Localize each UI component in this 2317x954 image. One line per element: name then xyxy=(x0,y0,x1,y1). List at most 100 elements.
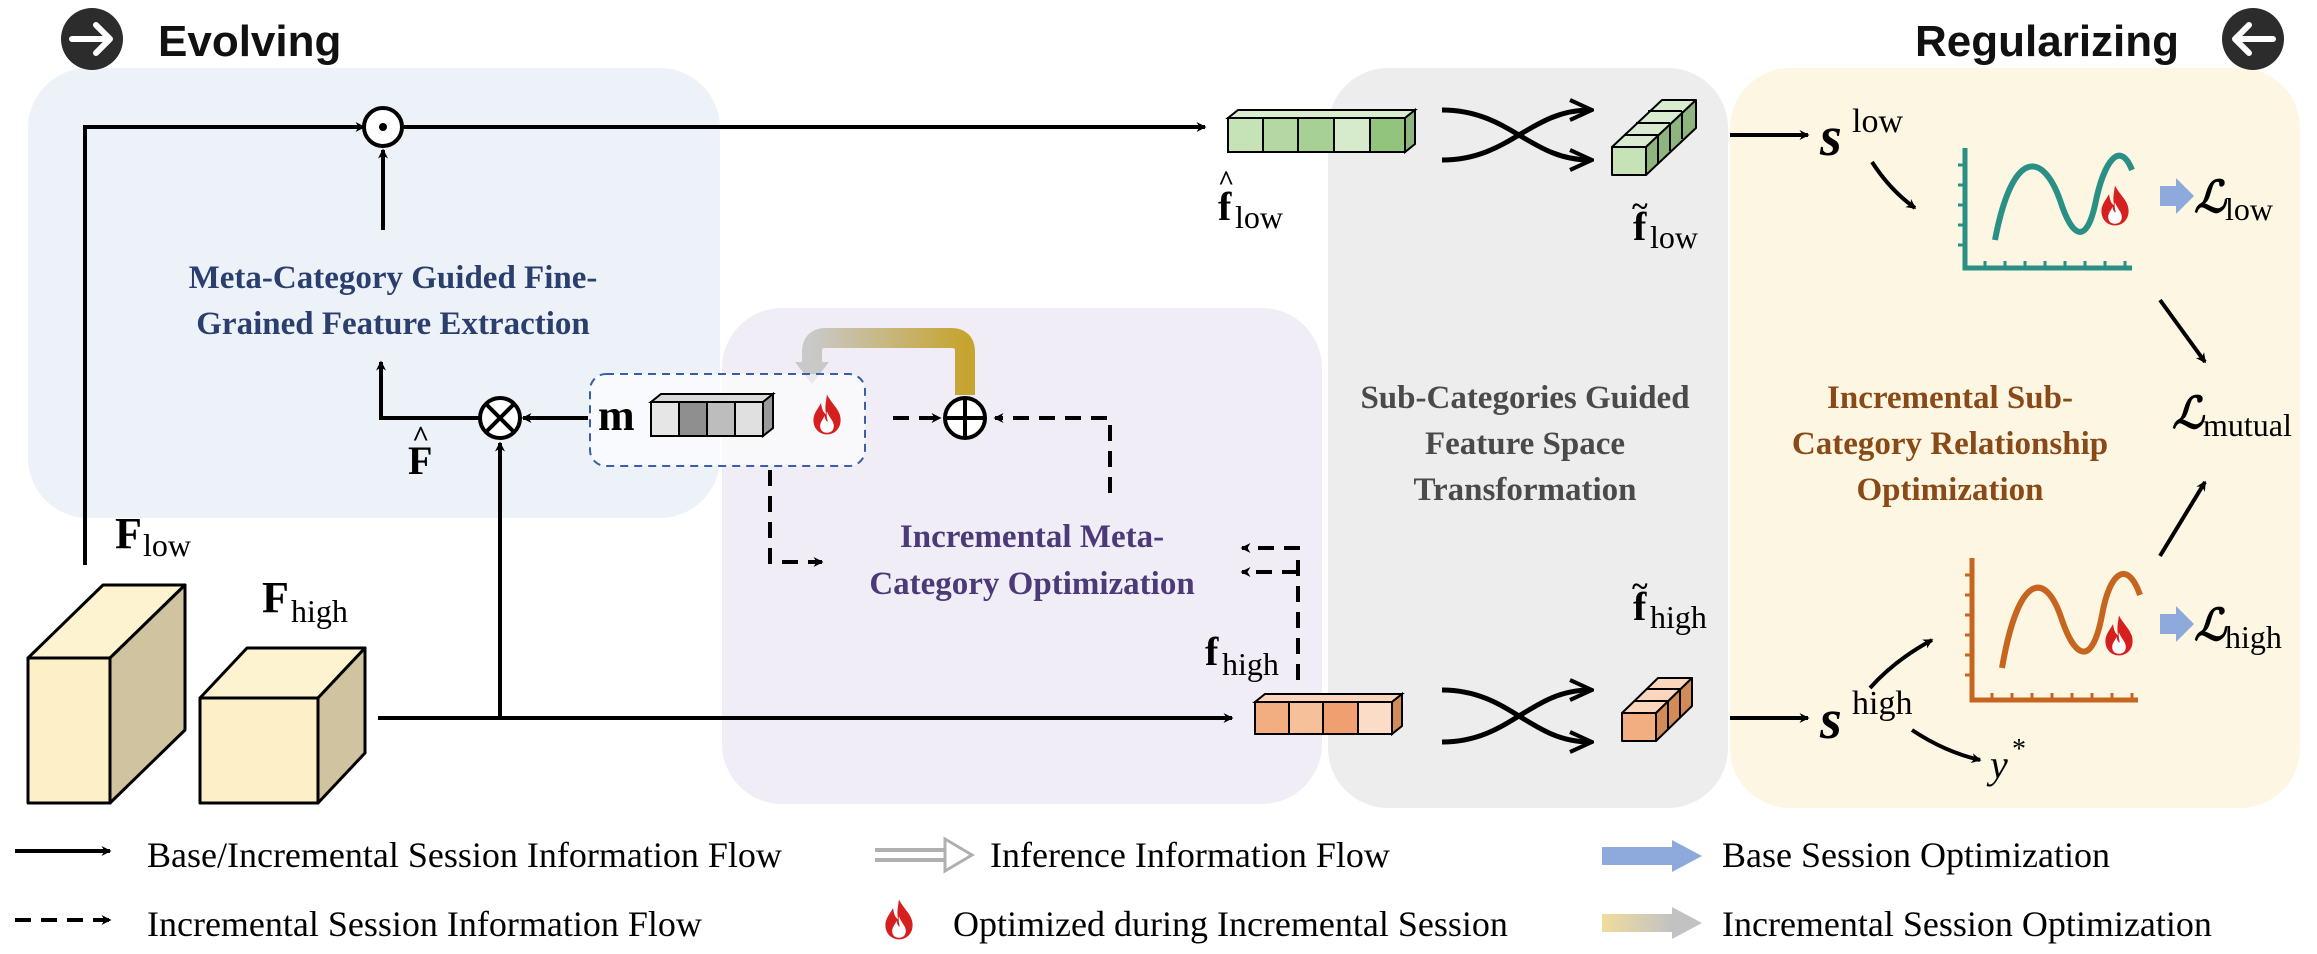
label-F-high: F high xyxy=(262,573,348,629)
vector-f-tilde-high xyxy=(1621,677,1693,742)
arrow-dashed-fhigh-up xyxy=(1240,543,1300,680)
transform-cross-low xyxy=(1441,110,1590,160)
label-s-high: s high xyxy=(1819,685,1912,751)
flow-solid xyxy=(83,122,2207,763)
label-relationship-line2: Category Relationship xyxy=(1792,426,2108,462)
chart-low-icon xyxy=(1958,148,2135,271)
label-L-high-main: ℒ xyxy=(2194,601,2228,650)
arrow-Llow-to-Lmutual xyxy=(2158,298,2207,364)
label-feature-extraction-line1: Meta-Category Guided Fine- xyxy=(189,260,598,296)
label-f-tilde-low-accent: ~ xyxy=(1632,190,1648,223)
chart-high-icon xyxy=(1965,558,2143,703)
legend-inc-opt-label: Incremental Session Optimization xyxy=(1722,904,2212,944)
label-L-mutual-sub: mutual xyxy=(2203,407,2292,443)
legend-dashed-label: Incremental Session Information Flow xyxy=(147,904,702,944)
label-meta-category-optimization: Incremental Meta- Category Optimization xyxy=(869,519,1194,602)
label-L-mutual: ℒ mutual xyxy=(2172,389,2292,443)
label-s-low: s low xyxy=(1819,103,1903,168)
label-f-hat-low-accent: ^ xyxy=(1218,166,1234,197)
label-y-main: y xyxy=(1986,742,2008,787)
label-F-hat-accent: ^ xyxy=(412,420,429,453)
legend-inc-opt: Incremental Session Optimization xyxy=(1602,904,2212,944)
arrow-otimes-to-extraction xyxy=(376,360,480,420)
label-f-hat-low-main: f xyxy=(1218,184,1232,229)
label-L-low: ℒ low xyxy=(2194,173,2273,227)
label-m: m xyxy=(598,391,635,440)
label-L-low-main: ℒ xyxy=(2194,173,2228,222)
label-feature-extraction-line2: Grained Feature Extraction xyxy=(196,306,590,342)
label-transformation-line3: Transformation xyxy=(1413,472,1636,508)
legend-flame: Optimized during Incremental Session xyxy=(885,899,1508,944)
label-f-high-sub: high xyxy=(1222,646,1279,682)
label-y-sup: * xyxy=(2012,734,2026,765)
region-feature-extraction xyxy=(28,68,720,518)
label-F-high-sub: high xyxy=(291,593,348,629)
label-f-tilde-low-main: f xyxy=(1633,204,1647,249)
legend-flame-label: Optimized during Incremental Session xyxy=(953,904,1508,944)
label-L-low-sub: low xyxy=(2225,191,2273,227)
meta-category-vector xyxy=(648,391,776,439)
flow-dashed xyxy=(768,413,1300,680)
label-s-high-sup: high xyxy=(1852,685,1912,722)
label-meta-category-line2: Category Optimization xyxy=(869,566,1194,602)
header-evolving: Evolving xyxy=(158,17,341,66)
label-feature-extraction: Meta-Category Guided Fine- Grained Featu… xyxy=(189,260,598,342)
vector-f-tilde-low xyxy=(1611,99,1697,176)
label-L-mutual-main: ℒ xyxy=(2172,389,2206,438)
label-L-high: ℒ high xyxy=(2194,601,2282,655)
label-y-star: y * xyxy=(1986,734,2026,787)
label-s-low-sup: low xyxy=(1852,103,1903,140)
transform-cross-high xyxy=(1441,690,1590,742)
arrow-left-circle-icon xyxy=(2222,8,2284,70)
label-transformation-line2: Feature Space xyxy=(1425,426,1625,462)
arrow-Lhigh-to-Lmutual xyxy=(2158,480,2207,558)
feature-cube-low xyxy=(26,583,187,805)
vector-f-low xyxy=(1225,107,1418,155)
feature-cube-high xyxy=(198,646,367,805)
label-f-hat-low: f ^ low xyxy=(1218,166,1283,235)
arrow-shigh-to-ystar xyxy=(1910,728,1982,763)
arrow-incremental-optimization-loop xyxy=(795,328,975,395)
label-f-high-main: f xyxy=(1205,629,1219,674)
flame-icon xyxy=(885,899,913,940)
label-meta-category-line1: Incremental Meta- xyxy=(900,519,1164,555)
arrow-shigh-to-chart xyxy=(1868,638,1934,690)
vector-f-high xyxy=(1252,691,1405,737)
base-opt-arrow-high xyxy=(2160,606,2194,642)
label-f-tilde-high-main: f xyxy=(1633,584,1647,629)
label-F-high-main: F xyxy=(262,573,289,622)
legend-base-opt-label: Base Session Optimization xyxy=(1722,835,2110,875)
label-relationship-optimization: Incremental Sub- Category Relationship O… xyxy=(1792,380,2108,508)
arrow-right-circle-icon xyxy=(61,8,123,70)
label-L-high-sub: high xyxy=(2225,619,2282,655)
op-odot xyxy=(362,106,404,148)
label-f-tilde-high: f ~ high xyxy=(1632,570,1707,635)
legend-solid-label: Base/Incremental Session Information Flo… xyxy=(147,835,782,875)
base-opt-arrow-low xyxy=(2160,178,2194,214)
label-f-high: f high xyxy=(1205,629,1279,682)
op-otimes xyxy=(478,396,522,440)
legend-dashed: Incremental Session Information Flow xyxy=(15,904,702,944)
header-regularizing: Regularizing xyxy=(1915,17,2179,66)
region-feature-transformation xyxy=(1328,68,1728,808)
label-f-tilde-low-sub: low xyxy=(1650,219,1698,255)
label-relationship-line3: Optimization xyxy=(1857,472,2044,508)
legend-base-opt: Base Session Optimization xyxy=(1602,835,2110,875)
label-F-low-main: F xyxy=(115,509,142,558)
arrow-Flow-to-odot xyxy=(83,122,366,565)
label-F-low: F low xyxy=(115,509,191,563)
label-F-hat-main: F xyxy=(408,438,432,483)
label-s-low-main: s xyxy=(1819,106,1842,168)
op-oplus xyxy=(943,396,987,440)
label-f-tilde-low: f ~ low xyxy=(1632,190,1698,255)
arrow-dashed-m-down xyxy=(768,470,824,567)
legend-inference: Inference Information Flow xyxy=(875,835,1390,875)
legend-inference-label: Inference Information Flow xyxy=(990,835,1390,875)
label-F-hat: F ^ xyxy=(408,420,432,483)
label-f-tilde-high-accent: ~ xyxy=(1632,570,1648,603)
label-f-tilde-high-sub: high xyxy=(1650,599,1707,635)
region-meta-category-optimization xyxy=(722,308,1322,804)
label-feature-transformation: Sub-Categories Guided Feature Space Tran… xyxy=(1360,380,1689,508)
label-relationship-line1: Incremental Sub- xyxy=(1827,380,2073,416)
